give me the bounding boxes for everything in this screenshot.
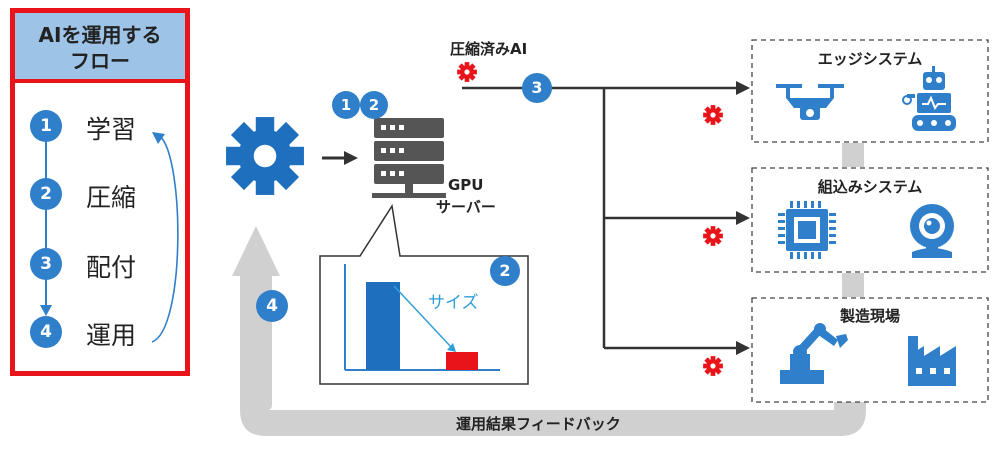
- flow-step-4-number: 4: [30, 316, 62, 348]
- factory-icon: [908, 336, 956, 386]
- distribution-step-3-badge: 3: [522, 73, 552, 103]
- chart-bar-compressed: [446, 352, 478, 370]
- chart-bar-original: [366, 282, 400, 370]
- flow-panel-title-line2: フロー: [70, 49, 130, 73]
- target-title-factory: 製造現場: [839, 307, 900, 325]
- flow-step-2-number: 2: [30, 178, 62, 210]
- flow-step-1: 1: [30, 110, 62, 142]
- model-gear-icon: [457, 62, 477, 82]
- flow-panel-title-line1: AIを運用する: [38, 23, 162, 47]
- flow-step-4-label: 運用: [86, 321, 137, 350]
- flow-panel-header: AIを運用する フロー: [15, 13, 185, 83]
- flow-step-2-label: 圧縮: [86, 183, 137, 212]
- gpu-server-label-line2: サーバー: [436, 198, 496, 216]
- flow-step-2: 2: [30, 178, 62, 210]
- feedback-label: 運用結果フィードバック: [456, 415, 621, 433]
- flow-step-3-label: 配付: [86, 253, 137, 282]
- factory-gear-icon: [703, 356, 723, 376]
- training-gear-icon: [226, 117, 304, 195]
- flow-steps-graphic: [40, 126, 179, 343]
- flow-step-3-number: 3: [30, 248, 62, 280]
- drone-icon: [776, 84, 844, 120]
- chart-size-label: サイズ: [428, 293, 479, 313]
- target-title-edge: エッジシステム: [817, 50, 923, 68]
- webcam-icon: [910, 204, 954, 258]
- chip-icon: [778, 201, 836, 259]
- server-step-2-badge: 2: [360, 91, 388, 119]
- gpu-server-label-line1: GPU: [448, 176, 484, 194]
- flow-panel: AIを運用する フロー: [10, 8, 190, 376]
- feedback-arrowhead: [232, 226, 280, 276]
- robot-icon: [902, 66, 956, 131]
- feedback-step-4-badge: 4: [256, 290, 288, 322]
- target-title-embedded: 組込みシステム: [817, 178, 923, 196]
- flow-step-4: 4: [30, 316, 62, 348]
- compressed-ai-label: 圧縮済みAI: [450, 40, 528, 58]
- flow-step-1-label: 学習: [86, 115, 137, 144]
- flow-step-3: 3: [30, 248, 62, 280]
- embedded-gear-icon: [703, 226, 723, 246]
- chart-callout: [319, 203, 529, 385]
- server-step-1-badge: 1: [332, 91, 360, 119]
- edge-gear-icon: [703, 105, 723, 125]
- chart-step-2-badge: 2: [490, 256, 520, 286]
- robot-arm-icon: [780, 323, 848, 384]
- server-icon: [372, 118, 446, 198]
- feedback-arrow: [240, 274, 866, 436]
- flow-step-1-number: 1: [30, 110, 62, 142]
